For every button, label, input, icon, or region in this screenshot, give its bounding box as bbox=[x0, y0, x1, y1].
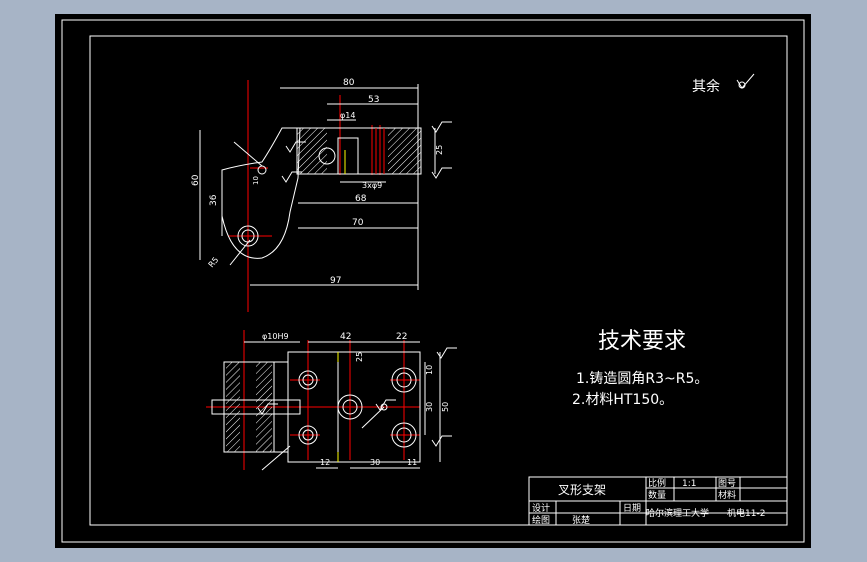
plate-hole-1 bbox=[298, 370, 318, 390]
small-hole bbox=[257, 165, 267, 175]
arm-outline bbox=[221, 127, 301, 259]
roughness-mark-7 bbox=[257, 403, 278, 415]
arm-hole-outer bbox=[237, 225, 259, 247]
base-plate bbox=[287, 351, 421, 463]
part-name: 叉形支架 bbox=[558, 483, 606, 497]
roughness-note: 其余 bbox=[692, 73, 755, 95]
plate-hole-3 bbox=[391, 367, 417, 393]
quantity-label: 数量 bbox=[648, 489, 666, 501]
dim-10h9: φ10H9 bbox=[262, 332, 289, 341]
scale-label: 比例 bbox=[648, 477, 666, 489]
outer-frame bbox=[61, 19, 805, 543]
drawing-no-label: 图号 bbox=[718, 478, 736, 489]
class-name: 机电11-2 bbox=[727, 507, 765, 519]
dim-60: 60 bbox=[191, 174, 201, 186]
hatch-left bbox=[297, 128, 327, 174]
fork-hatch-left bbox=[226, 362, 240, 452]
top-view: φ10H9 42 22 10 30 50 25 12 30 11 bbox=[206, 330, 457, 471]
roughness-label: 其余 bbox=[692, 78, 720, 95]
dim-36: 36 bbox=[209, 194, 219, 206]
roughness-mark-6 bbox=[431, 435, 452, 447]
front-view: 80 53 φ14 25 3xφ9 68 70 97 60 36 10 R5 bbox=[191, 78, 452, 312]
design-label: 设计 bbox=[532, 502, 550, 514]
dim-12: 12 bbox=[320, 458, 330, 467]
plate-hole-2 bbox=[298, 425, 318, 445]
drawn-name: 张楚 bbox=[572, 514, 590, 526]
roughness-mark-1 bbox=[431, 121, 452, 133]
plate-hole-1-inner bbox=[302, 374, 314, 386]
title-block: 叉形支架 比例 1:1 图号 数量 材料 设计 绘图 张楚 日期 哈尔滨理工大学… bbox=[528, 476, 788, 526]
dim-14: φ14 bbox=[340, 111, 355, 120]
dim-3x9: 3xφ9 bbox=[362, 181, 382, 190]
fork-hatch-right bbox=[256, 362, 272, 452]
dim-53: 53 bbox=[368, 95, 379, 105]
dim-30h: 30 bbox=[370, 458, 380, 467]
fork-body bbox=[223, 361, 275, 453]
roughness-mark-4 bbox=[285, 141, 306, 153]
dim-80: 80 bbox=[343, 78, 355, 88]
roughness-mark-8 bbox=[375, 399, 396, 411]
tech-item-1: 1.铸造圆角R3~R5。 bbox=[576, 371, 708, 387]
leader-r5 bbox=[229, 239, 251, 266]
plate-hole-4 bbox=[391, 422, 417, 448]
roughness-circle-icon bbox=[738, 81, 746, 89]
plate-hole-2-inner bbox=[302, 429, 314, 441]
arm-section bbox=[211, 399, 301, 415]
dim-11: 11 bbox=[407, 458, 417, 467]
dim-10: 10 bbox=[252, 176, 260, 185]
leader-center-hole bbox=[361, 406, 385, 429]
dim-30v: 30 bbox=[425, 402, 434, 412]
plate-hole-center-inner bbox=[342, 399, 358, 415]
dim-42: 42 bbox=[340, 332, 351, 342]
dim-25-right: 25 bbox=[435, 145, 444, 155]
leader-2x-holes bbox=[261, 445, 291, 471]
date-label: 日期 bbox=[623, 503, 641, 514]
roughness-mark-3 bbox=[281, 171, 302, 183]
roughness-mark-5 bbox=[436, 347, 457, 359]
tech-item-2: 2.材料HT150。 bbox=[572, 392, 673, 408]
dim-50: 50 bbox=[441, 402, 450, 412]
plate-hole-3-inner bbox=[396, 372, 412, 388]
school-name: 哈尔滨理工大学 bbox=[646, 507, 709, 519]
dim-22: 22 bbox=[396, 332, 407, 342]
hole-14 bbox=[318, 147, 336, 165]
slot bbox=[337, 137, 359, 175]
tech-heading: 技术要求 bbox=[598, 329, 686, 354]
hatch-right bbox=[388, 128, 421, 174]
dim-70: 70 bbox=[352, 218, 364, 228]
drawn-label: 绘图 bbox=[532, 514, 550, 526]
material-label: 材料 bbox=[718, 489, 736, 501]
dim-10b: 10 bbox=[425, 365, 434, 375]
dim-97: 97 bbox=[330, 276, 341, 286]
roughness-mark-2 bbox=[431, 167, 452, 179]
dim-25b: 25 bbox=[355, 352, 364, 362]
top-bar bbox=[0, 0, 867, 14]
dim-r5: R5 bbox=[207, 255, 221, 269]
technical-requirements: 技术要求 1.铸造圆角R3~R5。 2.材料HT150。 bbox=[572, 329, 708, 408]
leader-small-hole bbox=[233, 141, 263, 167]
scale-value: 1:1 bbox=[682, 479, 696, 489]
plate-hole-4-inner bbox=[396, 427, 412, 443]
drawing-canvas bbox=[55, 14, 811, 548]
dim-68: 68 bbox=[355, 194, 367, 204]
inner-frame bbox=[89, 35, 788, 526]
